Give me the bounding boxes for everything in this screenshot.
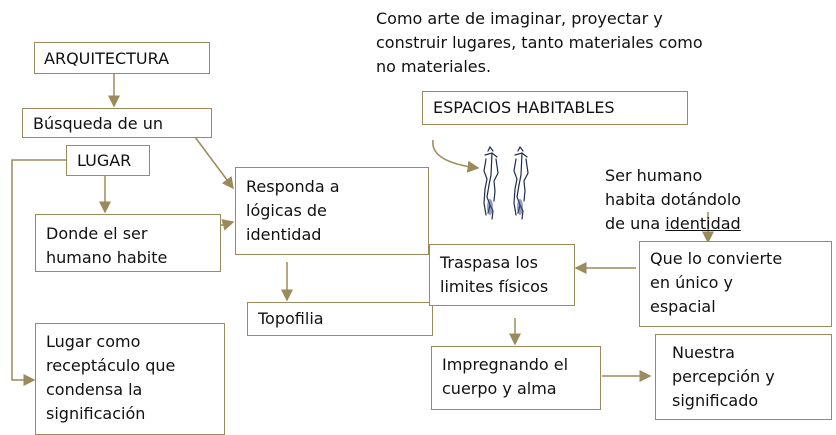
node-espacios-habitables: ESPACIOS HABITABLES: [422, 91, 688, 125]
node-arquitectura: ARQUITECTURA: [34, 42, 210, 74]
node-lugar-receptaculo: Lugar como receptáculo que condensa la s…: [35, 323, 225, 435]
note-ser-humano-text: Ser humano habita dotándolo de una: [605, 166, 742, 233]
note-identidad: identidad: [665, 214, 741, 233]
note-arte: Como arte de imaginar, proyectar y const…: [376, 9, 703, 76]
node-topofilia: Topofilia: [247, 302, 433, 336]
node-responda: Responda a lógicas de identidad: [235, 167, 429, 255]
node-nuestra: Nuestra percepción y significado: [655, 334, 832, 420]
node-donde: Donde el ser humano habite: [35, 214, 221, 272]
node-busqueda: Búsqueda de un: [22, 108, 212, 138]
dancers-illustration: [483, 145, 529, 220]
note-ser-humano: Ser humano habita dotándolo de una ident…: [605, 140, 785, 236]
node-impregnando: Impregnando el cuerpo y alma: [431, 346, 601, 410]
node-traspasa: Traspasa los limites físicos: [429, 244, 575, 306]
node-que-lo-convierte: Que lo convierte en único y espacial: [639, 241, 832, 327]
node-lugar: LUGAR: [66, 145, 150, 176]
